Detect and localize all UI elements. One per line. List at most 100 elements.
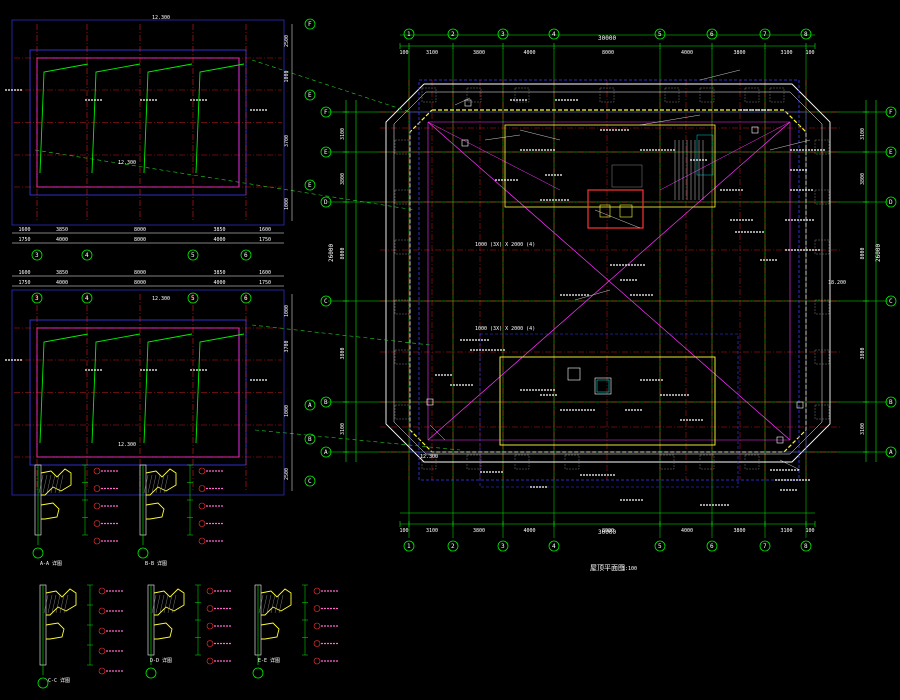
- detail-cornice: [145, 468, 177, 496]
- rain-outlet: [426, 398, 434, 406]
- annotation-leader: [769, 139, 811, 151]
- column-pier: [814, 299, 830, 315]
- elevation-bottom-roof-profile: [91, 333, 141, 444]
- detail-cornice: [145, 502, 165, 520]
- detail-hatch: [43, 594, 49, 614]
- column-pier: [514, 87, 530, 103]
- column-bubble-bottom-label: 3: [501, 543, 505, 550]
- row-bubble-left-label: D: [324, 199, 328, 206]
- drawing-lines: [5, 18, 897, 689]
- detail-callout: [198, 467, 206, 475]
- column-bubble-top: [497, 28, 509, 40]
- elevation-top-column-bubble: [81, 249, 93, 261]
- elevation-top-roof-profile: [91, 63, 141, 174]
- detail-hatch: [50, 474, 56, 494]
- dimension-text: 3800: [734, 528, 746, 534]
- elevation-top-dimension-text: 1000: [284, 198, 290, 210]
- column-bubble-top: [800, 28, 812, 40]
- elevation-bottom-roof-profile: [195, 333, 245, 444]
- plan-overall-dim-left: 26000: [328, 244, 335, 262]
- detail-hatch: [278, 594, 284, 614]
- plan-title-scale: 1:100: [622, 566, 637, 572]
- elevation-top-row-bubble: [304, 179, 316, 191]
- column-pier: [769, 87, 785, 103]
- annotation-leader: [454, 97, 471, 106]
- elevation-bottom-dimension-text: 3850: [214, 270, 226, 276]
- elevation-top-dimension-text: 8000: [134, 227, 146, 233]
- dimension-text: 8000: [602, 50, 614, 56]
- annotation-leader: [779, 459, 801, 471]
- column-bubble-bottom-label: 7: [763, 543, 767, 550]
- detail-label: B-B 详图: [145, 560, 167, 567]
- column-bubble-top-label: 2: [451, 31, 455, 38]
- skylight-inner: [596, 379, 610, 393]
- column-pier: [599, 87, 615, 103]
- column-bubble-bottom-label: 4: [552, 543, 556, 550]
- opening: [599, 204, 611, 218]
- detail-hatch: [163, 474, 169, 494]
- reference-leader: [254, 429, 461, 451]
- detail-cornice: [40, 468, 72, 496]
- rain-outlet: [751, 126, 759, 134]
- elevation-bottom-row-bubble: [304, 475, 316, 487]
- elevation-top-dimension-text: 2500: [284, 35, 290, 47]
- detail-hatch: [159, 474, 165, 494]
- column-bubble-bottom: [497, 540, 509, 552]
- detail-hatch: [51, 594, 57, 614]
- detail-label: D-D 详图: [150, 657, 172, 664]
- detail-label: A-A 详图: [40, 560, 62, 567]
- detail-hatch: [147, 474, 153, 494]
- row-bubble-right: [885, 146, 897, 158]
- detail-hatch: [143, 474, 149, 494]
- detail-callout: [93, 502, 101, 510]
- row-bubble-right-label: B: [889, 399, 893, 406]
- detail-callout: [198, 520, 206, 527]
- elevation-top-dimension-text: 1600: [19, 227, 31, 233]
- column-pier: [466, 87, 482, 103]
- elevation-bottom-dimension-text: 3850: [56, 270, 68, 276]
- elevation-top-dimension-text: 1750: [259, 237, 271, 243]
- detail-callout: [98, 667, 106, 675]
- dimension-text: 4000: [524, 528, 536, 534]
- dimension-text: 3100: [426, 528, 438, 534]
- column-pier: [659, 454, 675, 470]
- dimension-text: 8000: [860, 247, 866, 259]
- column-bubble-top-label: 8: [804, 31, 808, 38]
- dimension-text: 4000: [681, 528, 693, 534]
- dimension-text: 8000: [340, 247, 346, 259]
- elevation-top-row-bubble-label: F: [308, 21, 312, 28]
- annotation-leader: [594, 209, 641, 229]
- elev-top-level-top: 12.300: [152, 15, 170, 21]
- detail-callout: [313, 587, 321, 595]
- detail-hatch: [63, 594, 69, 614]
- detail-hatch: [46, 474, 52, 494]
- detail-callout: [98, 587, 106, 595]
- column-pier: [421, 87, 437, 103]
- dimension-text: 4000: [524, 50, 536, 56]
- column-pier: [466, 454, 482, 470]
- column-bubble-top-label: 1: [407, 31, 411, 38]
- detail-callout: [206, 657, 214, 665]
- rain-outlet: [796, 401, 804, 409]
- reference-leader: [34, 149, 416, 211]
- detail-hatch: [155, 594, 161, 614]
- column-bubble-bottom: [800, 540, 812, 552]
- column-bubble-top: [403, 28, 415, 40]
- column-bubble-top: [759, 28, 771, 40]
- row-bubble-left: [320, 146, 332, 158]
- elevation-top-dimension-text: 4000: [214, 237, 226, 243]
- detail-hatch: [59, 594, 65, 614]
- detail-axis-bubble: [32, 547, 44, 559]
- elevation-bottom-column-bubble-label: 6: [244, 295, 248, 302]
- elevation-bottom-roof-profile: [39, 333, 89, 444]
- elevation-bottom-dimension-text: 8000: [134, 270, 146, 276]
- row-bubble-right: [885, 196, 897, 208]
- detail-hatch: [270, 594, 276, 614]
- elevation-top-column-bubble-label: 6: [244, 252, 248, 259]
- column-bubble-top-label: 3: [501, 31, 505, 38]
- detail-callout: [93, 467, 101, 475]
- detail-hatch: [167, 594, 173, 614]
- roof-edge-wall: [409, 109, 807, 453]
- detail-callout: [93, 537, 101, 545]
